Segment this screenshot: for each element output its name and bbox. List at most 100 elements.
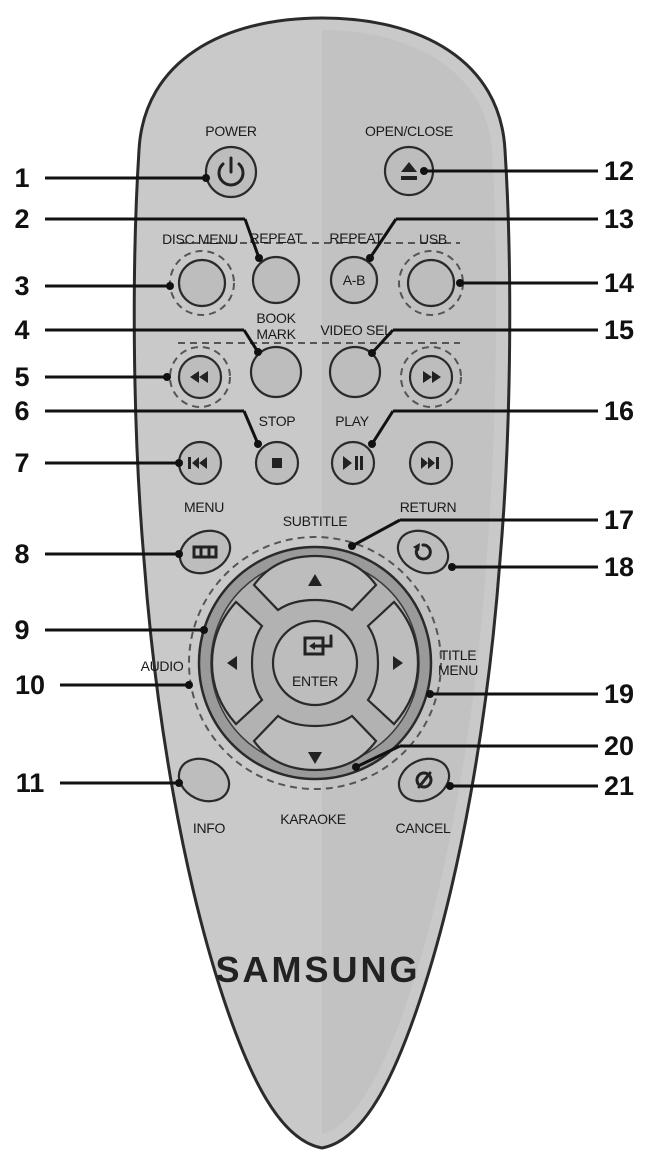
callout-3: 3 xyxy=(14,271,29,301)
nav-down-button[interactable] xyxy=(252,714,378,772)
leader-dot-15 xyxy=(368,349,376,357)
rewind-ring xyxy=(169,346,231,408)
leader-16b xyxy=(370,410,395,445)
return-icon xyxy=(414,543,432,561)
rewind-icon xyxy=(190,371,208,383)
leader-dot-11 xyxy=(175,779,183,787)
title-menu-label-2: MENU xyxy=(438,662,478,678)
video-sel-button[interactable] xyxy=(328,345,382,399)
bookmark-label-2: MARK xyxy=(256,326,296,342)
skip-back-icon xyxy=(188,457,207,469)
usb-label: USB xyxy=(419,231,447,247)
forward-ring xyxy=(400,346,462,408)
usb-button[interactable] xyxy=(406,258,456,308)
leader-dot-7 xyxy=(175,459,183,467)
skip-forward-icon xyxy=(421,457,439,469)
eject-icon xyxy=(401,162,417,180)
callout-13: 13 xyxy=(604,204,634,234)
leader-13b xyxy=(368,218,398,259)
leader-2b xyxy=(243,218,261,259)
cancel-label: CANCEL xyxy=(396,820,452,836)
open-close-label: OPEN/CLOSE xyxy=(365,123,453,139)
stop-label: STOP xyxy=(259,413,296,429)
right-arrow-icon xyxy=(393,656,403,670)
callout-17: 17 xyxy=(604,505,634,535)
power-label: POWER xyxy=(205,123,257,139)
leader-15b xyxy=(370,328,395,355)
repeat-button[interactable] xyxy=(251,255,301,305)
leader-dot-19 xyxy=(426,690,434,698)
callout-20: 20 xyxy=(604,731,634,761)
callout-numbers: 1 2 3 4 5 6 7 8 9 10 11 12 13 14 15 16 1… xyxy=(14,156,634,801)
bookmark-button[interactable] xyxy=(249,345,303,399)
callout-6: 6 xyxy=(14,396,29,426)
callout-16: 16 xyxy=(604,396,634,426)
callout-21: 21 xyxy=(604,771,634,801)
callout-7: 7 xyxy=(14,448,29,478)
leader-dot-16 xyxy=(368,440,376,448)
play-label: PLAY xyxy=(335,413,370,429)
subtitle-label: SUBTITLE xyxy=(283,513,348,529)
leader-dot-3 xyxy=(166,282,174,290)
callout-11: 11 xyxy=(16,768,45,798)
return-label: RETURN xyxy=(400,499,457,515)
callout-12: 12 xyxy=(604,156,634,186)
karaoke-label: KARAOKE xyxy=(280,811,346,827)
up-arrow-icon xyxy=(308,574,322,586)
leader-lines xyxy=(45,174,263,787)
enter-button[interactable] xyxy=(271,619,359,707)
leader-4b xyxy=(242,329,260,353)
repeat-label: REPEAT xyxy=(249,230,303,246)
leader-17b xyxy=(351,518,401,548)
nav-outer-dashed xyxy=(188,536,442,790)
callout-1: 1 xyxy=(14,163,29,193)
forward-icon xyxy=(423,371,441,383)
callout-5: 5 xyxy=(14,362,29,392)
disc-menu-label: DISC MENU xyxy=(162,231,238,247)
info-button[interactable] xyxy=(172,751,236,809)
video-sel-label: VIDEO SEL xyxy=(320,322,392,338)
play-pause-icon xyxy=(343,456,363,470)
leader-dot-9 xyxy=(200,626,208,634)
leader-dot-21 xyxy=(446,782,454,790)
callout-4: 4 xyxy=(14,315,29,345)
repeat-ab-face: A-B xyxy=(343,272,365,288)
leader-dot-2 xyxy=(255,254,263,262)
power-icon xyxy=(217,162,245,187)
leader-dot-10 xyxy=(185,681,193,689)
cancel-icon-slash xyxy=(417,771,432,789)
leader-dot-4 xyxy=(254,348,262,356)
enter-label: ENTER xyxy=(292,673,338,689)
repeat-ab-button[interactable] xyxy=(329,255,379,305)
return-icon-arrow xyxy=(413,543,420,551)
bookmark-label-1: BOOK xyxy=(256,310,296,326)
callout-15: 15 xyxy=(604,315,634,345)
enter-icon-arrow xyxy=(309,642,315,650)
leader-lines-right xyxy=(348,167,598,790)
callout-8: 8 xyxy=(14,539,29,569)
return-button[interactable] xyxy=(391,523,455,581)
leader-dot-18 xyxy=(448,563,456,571)
leader-20b xyxy=(355,744,401,769)
enter-icon xyxy=(303,634,333,656)
callout-19: 19 xyxy=(604,679,634,709)
leader-dot-6 xyxy=(254,440,262,448)
leader-dot-1 xyxy=(202,174,210,182)
menu-button[interactable] xyxy=(173,523,237,581)
leader-dot-20 xyxy=(352,763,360,771)
leader-dot-5 xyxy=(163,373,171,381)
leader-dot-14 xyxy=(456,279,464,287)
leader-dot-12 xyxy=(420,167,428,175)
play-pause-button[interactable] xyxy=(330,440,376,486)
audio-label: AUDIO xyxy=(141,658,184,674)
disc-menu-button[interactable] xyxy=(177,258,227,308)
callout-2: 2 xyxy=(14,204,29,234)
callout-10: 10 xyxy=(15,670,45,700)
stop-icon xyxy=(272,458,282,468)
callout-9: 9 xyxy=(14,615,29,645)
callout-18: 18 xyxy=(604,552,634,582)
left-arrow-icon xyxy=(227,656,237,670)
down-arrow-icon xyxy=(308,752,322,764)
leader-dot-17 xyxy=(348,542,356,550)
